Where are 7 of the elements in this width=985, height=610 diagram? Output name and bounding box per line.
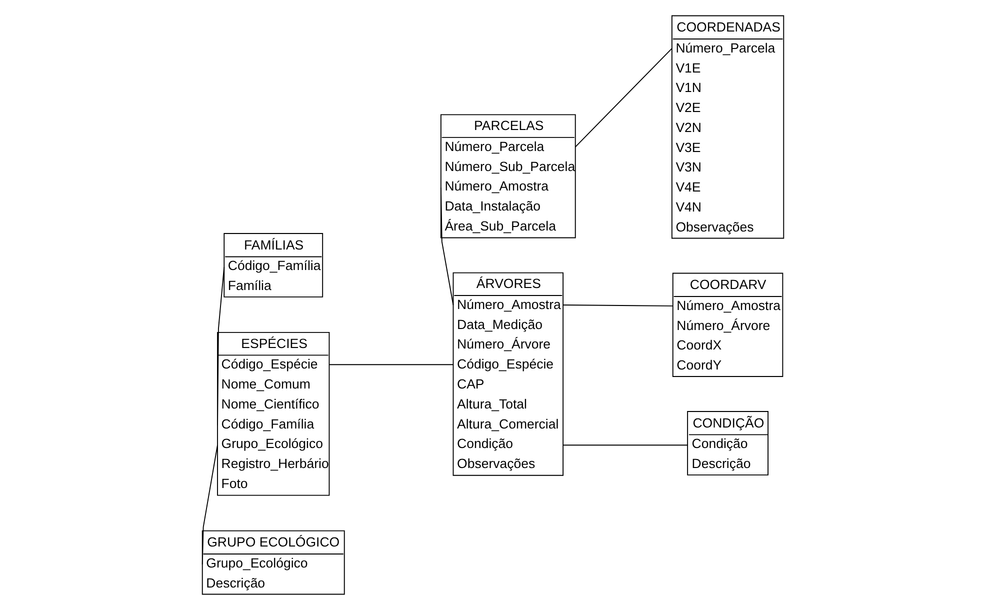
connector <box>562 444 688 446</box>
connector <box>201 444 218 565</box>
connector <box>328 364 454 366</box>
connector <box>440 187 454 306</box>
connector <box>574 48 672 148</box>
connector <box>216 266 224 426</box>
connector <box>562 304 673 306</box>
